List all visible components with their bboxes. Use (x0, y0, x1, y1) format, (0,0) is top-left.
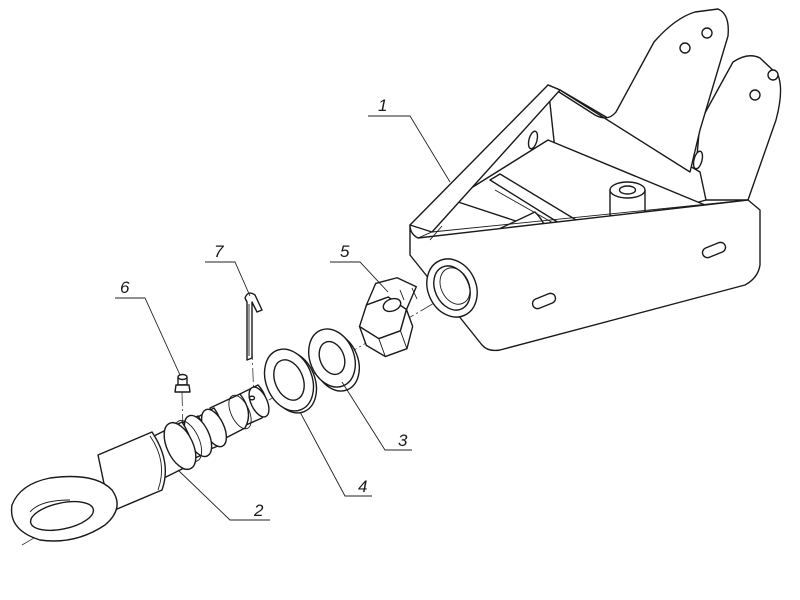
slot-right (701, 241, 727, 259)
part-tow-eye-pin (10, 384, 270, 542)
callout-label-6: 6 (120, 278, 130, 297)
callout-label-5: 5 (340, 242, 350, 261)
callout-label-4: 4 (358, 477, 367, 496)
side-slot-1 (527, 130, 539, 150)
leader-1 (368, 115, 451, 183)
leader-3 (341, 381, 412, 451)
callout-label-2: 2 (253, 501, 264, 520)
callout-label-7: 7 (214, 242, 224, 261)
leader-6 (115, 297, 181, 376)
leader-4 (299, 411, 372, 497)
front-bushing (426, 258, 478, 318)
callout-label-3: 3 (398, 431, 408, 450)
part-cotter-pin (244, 292, 263, 361)
part-thin-washer (263, 348, 318, 414)
ear-hole-2 (701, 27, 713, 39)
leader-7 (205, 261, 251, 297)
ear-hole-3 (749, 89, 761, 101)
part-grease-nipple (174, 373, 191, 393)
front-channel-top (409, 84, 561, 233)
side-slot-2 (692, 150, 704, 170)
ear-hole-1 (679, 42, 691, 54)
part-frame-bracket (409, 8, 782, 352)
leader-2 (177, 469, 270, 521)
part-castle-nut (358, 277, 418, 358)
slot-left (531, 292, 557, 310)
front-plate (409, 199, 761, 352)
leader-5 (330, 261, 389, 293)
callout-label-1: 1 (378, 96, 387, 115)
ear-hole-4 (767, 69, 779, 81)
part-thick-washer (308, 328, 360, 392)
